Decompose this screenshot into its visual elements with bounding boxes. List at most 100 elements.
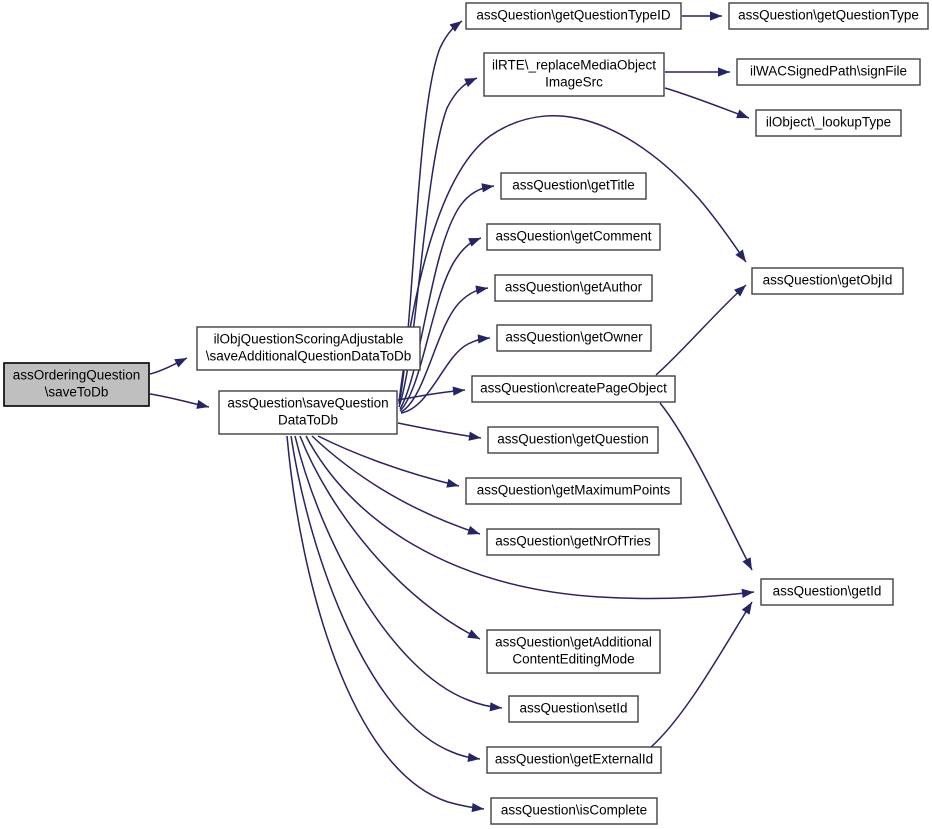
graph-node-getComment[interactable]: assQuestion\getComment: [486, 223, 661, 251]
node-box[interactable]: [760, 578, 894, 606]
edge-arrowhead: [446, 478, 459, 488]
node-box-current[interactable]: [3, 362, 150, 407]
node-box[interactable]: [465, 477, 682, 505]
edge-line: [397, 422, 482, 439]
node-box[interactable]: [486, 629, 661, 674]
node-box[interactable]: [490, 797, 658, 825]
graph-node-getTitle[interactable]: assQuestion\getTitle: [500, 172, 647, 200]
edge-line: [299, 435, 481, 640]
edge-arrowhead: [477, 334, 490, 344]
node-box[interactable]: [508, 695, 639, 723]
edge-line: [311, 435, 481, 535]
graph-node-createPageObject[interactable]: assQuestion\createPageObject: [471, 375, 676, 403]
edge-saveQuestionDataToDb-to-isComplete: [286, 435, 485, 813]
graph-node-getExternalId[interactable]: assQuestion\getExternalId: [486, 746, 662, 774]
edge-saveQuestionDataToDb-to-getExternalId: [290, 435, 481, 762]
edge-arrowhead: [468, 238, 481, 247]
edge-saveToDb-to-saveAdditionalQuestionDataToDb: [149, 357, 188, 375]
edge-saveQuestionDataToDb-to-setId: [294, 435, 503, 712]
node-box[interactable]: [486, 746, 662, 774]
edge-saveQuestionDataToDb-to-getComment: [399, 237, 482, 412]
graph-node-lookupType[interactable]: ilObject\_lookupType: [755, 109, 902, 137]
graph-node-setId[interactable]: assQuestion\setId: [508, 695, 639, 723]
edge-saveQuestionDataToDb-to-getNrOfTries: [311, 435, 481, 535]
node-box[interactable]: [196, 326, 421, 371]
graph-node-getAdditionalContentEditingMode[interactable]: assQuestion\getAdditionalContentEditingM…: [486, 629, 661, 674]
graph-node-getMaximumPoints[interactable]: assQuestion\getMaximumPoints: [465, 477, 682, 505]
edge-line: [659, 402, 753, 571]
edge-arrowhead: [475, 285, 488, 295]
edge-arrowhead: [742, 557, 752, 570]
edge-saveQuestionDataToDb-to-getAdditionalContentEditingMode: [299, 435, 481, 640]
edge-arrowhead: [735, 249, 746, 262]
edge-arrowhead: [449, 21, 462, 32]
edge-arrowhead: [710, 11, 722, 21]
edge-line: [655, 284, 747, 376]
edge-arrowhead: [736, 109, 749, 119]
node-box[interactable]: [728, 2, 929, 30]
graph-node-isComplete[interactable]: assQuestion\isComplete: [490, 797, 658, 825]
edge-saveQuestionDataToDb-to-getMaximumPoints: [317, 435, 460, 488]
edge-arrowhead: [196, 399, 209, 409]
graph-node-getQuestion[interactable]: assQuestion\getQuestion: [487, 426, 659, 454]
graph-node-saveAdditionalQuestionDataToDb[interactable]: ilObjQuestionScoringAdjustable\saveAddit…: [196, 326, 421, 371]
edge-arrowhead: [741, 602, 752, 615]
node-box[interactable]: [751, 267, 904, 295]
edge-saveToDb-to-saveQuestionDataToDb: [149, 393, 210, 409]
edge-line: [305, 435, 755, 600]
edge-line: [649, 601, 753, 749]
edge-arrowhead: [489, 702, 502, 712]
edge-line: [290, 435, 481, 760]
edge-arrowhead: [467, 525, 480, 535]
edge-arrowhead: [464, 78, 477, 88]
edge-saveQuestionDataToDb-to-getObjId: [398, 115, 747, 403]
graph-node-getQuestionTypeID[interactable]: assQuestion\getQuestionTypeID: [465, 2, 682, 30]
node-box[interactable]: [483, 52, 665, 97]
graph-node-saveToDb[interactable]: assOrderingQuestion\saveToDb: [3, 362, 150, 407]
graph-node-getQuestionType[interactable]: assQuestion\getQuestionType: [728, 2, 929, 30]
edge-createPageObject-to-getObjId: [655, 284, 747, 376]
edge-createPageObject-to-getId: [659, 402, 753, 571]
node-box[interactable]: [487, 426, 659, 454]
edge-line: [399, 237, 482, 412]
edge-getExternalId-to-getId: [649, 601, 753, 749]
node-box[interactable]: [755, 109, 902, 137]
edge-line: [294, 435, 503, 709]
node-box[interactable]: [736, 58, 921, 86]
graph-node-getNrOfTries[interactable]: assQuestion\getNrOfTries: [486, 528, 660, 556]
graph-node-getObjId[interactable]: assQuestion\getObjId: [751, 267, 904, 295]
graph-node-getAuthor[interactable]: assQuestion\getAuthor: [494, 274, 653, 302]
node-box[interactable]: [486, 528, 660, 556]
edge-line: [664, 87, 750, 119]
node-box[interactable]: [218, 390, 398, 435]
edge-saveQuestionDataToDb-to-getQuestion: [397, 422, 482, 441]
edges-layer: [149, 11, 755, 813]
edge-replaceMediaObjectImageSrc-to-signFile: [665, 67, 730, 77]
edge-saveQuestionDataToDb-to-getOwner: [400, 334, 491, 414]
edge-arrowhead: [467, 752, 480, 762]
edge-arrowhead: [467, 629, 480, 639]
nodes-layer: assOrderingQuestion\saveToDb ilObjQuestio…: [3, 2, 929, 825]
node-box[interactable]: [496, 324, 652, 352]
node-box[interactable]: [465, 2, 682, 30]
edge-line: [286, 435, 485, 810]
node-box[interactable]: [494, 274, 653, 302]
edge-saveQuestionDataToDb-to-getAuthor: [400, 285, 489, 413]
graph-node-getId[interactable]: assQuestion\getId: [760, 578, 894, 606]
graph-node-signFile[interactable]: ilWACSignedPath\signFile: [736, 58, 921, 86]
node-box[interactable]: [500, 172, 647, 200]
node-box[interactable]: [471, 375, 676, 403]
node-box[interactable]: [486, 223, 661, 251]
edge-arrowhead: [452, 386, 465, 396]
edge-arrowhead: [468, 431, 481, 441]
graph-node-getOwner[interactable]: assQuestion\getOwner: [496, 324, 652, 352]
edge-saveQuestionDataToDb-to-createPageObject: [397, 386, 466, 401]
edge-arrowhead: [741, 588, 754, 598]
edge-line: [317, 435, 460, 487]
edge-arrowhead: [718, 67, 730, 77]
edge-replaceMediaObjectImageSrc-to-lookupType: [664, 87, 750, 119]
